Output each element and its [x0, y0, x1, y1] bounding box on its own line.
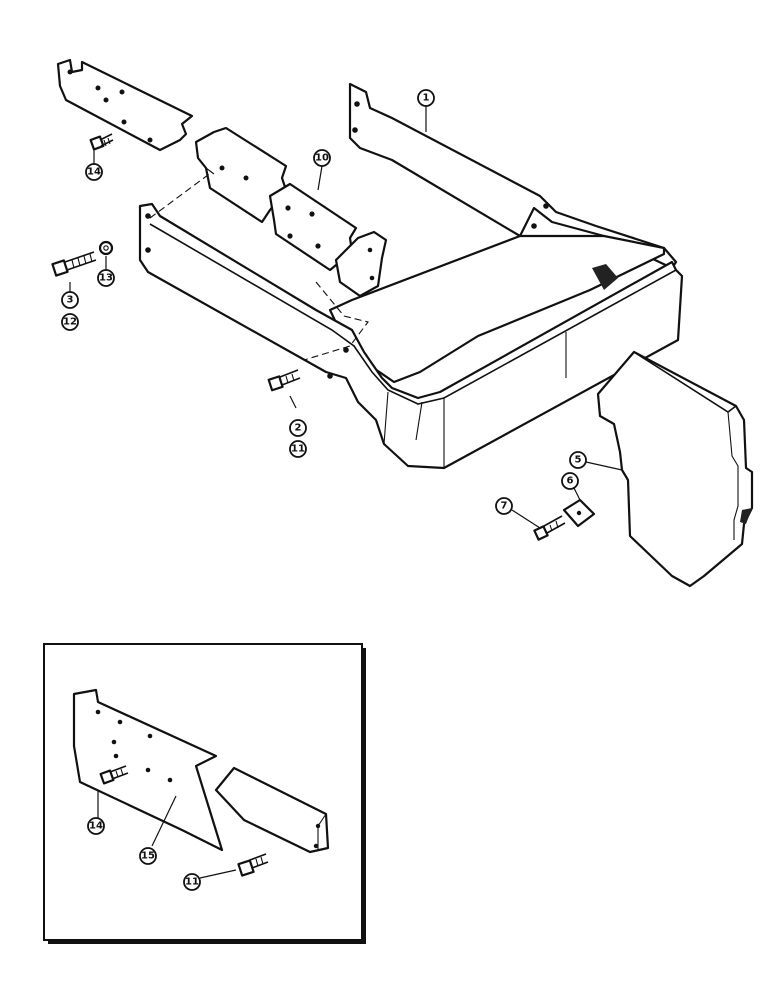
washer-13: [98, 240, 114, 256]
clip-6: [562, 498, 596, 528]
extension-plate-rear: [214, 766, 330, 854]
small-bracket: [334, 230, 388, 298]
front-weight: [596, 350, 754, 588]
callout-12: 12: [61, 313, 79, 331]
svg-text:5: 5: [575, 455, 582, 466]
svg-text:14: 14: [87, 167, 101, 178]
callout-6: 6: [561, 472, 579, 490]
svg-text:7: 7: [501, 501, 508, 512]
callout-11-main: 11: [289, 440, 307, 458]
svg-text:2: 2: [295, 423, 302, 434]
bolt-2: [267, 369, 301, 392]
alignment-line-2: [303, 281, 369, 361]
callout-3: 3: [61, 291, 79, 309]
svg-text:15: 15: [141, 851, 155, 862]
callout-15: 15: [139, 847, 157, 865]
bolt-7: [533, 515, 566, 541]
callout-2: 2: [289, 419, 307, 437]
bolt-11-inset: [237, 853, 269, 877]
svg-text:11: 11: [185, 877, 199, 888]
svg-text:6: 6: [567, 476, 574, 487]
callout-7: 7: [495, 497, 513, 515]
extension-plate-upper: [56, 58, 194, 152]
inset-detail: 14 15 11: [43, 643, 366, 944]
alignment-line-1: [149, 171, 213, 219]
frame-assembly: [138, 82, 684, 470]
inner-block: [592, 264, 618, 290]
callout-13: 13: [97, 269, 115, 287]
callout-5: 5: [569, 451, 587, 469]
svg-text:3: 3: [67, 295, 74, 306]
callout-1: 1: [417, 89, 435, 107]
svg-text:14: 14: [89, 821, 103, 832]
callout-11-inset: 11: [183, 873, 201, 891]
near-side-rail: [138, 202, 684, 470]
svg-text:12: 12: [63, 317, 77, 328]
bolt-14-inset: [99, 765, 129, 785]
bolt-14-upper: [89, 133, 114, 151]
callout-10: 10: [313, 149, 331, 167]
callout-14-upper: 14: [85, 163, 103, 181]
bolt-3: [51, 251, 97, 277]
svg-text:11: 11: [291, 444, 305, 455]
callout-14-inset: 14: [87, 817, 105, 835]
svg-text:13: 13: [99, 273, 113, 284]
svg-text:10: 10: [315, 153, 329, 164]
svg-text:1: 1: [423, 93, 430, 104]
frame-floor: [328, 234, 666, 384]
